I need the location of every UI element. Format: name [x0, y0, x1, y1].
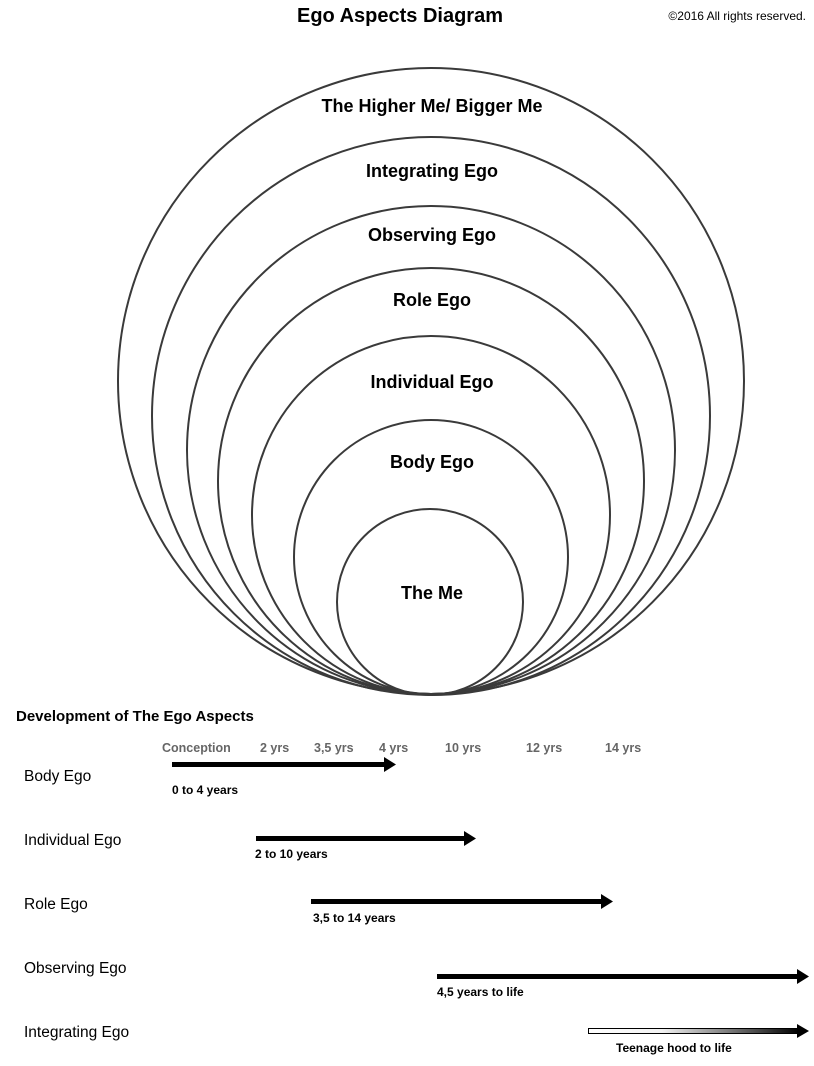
arrow-individual-ego — [256, 831, 476, 846]
range-role-ego: 3,5 to 14 years — [313, 911, 396, 925]
ring-label-higher-me: The Higher Me/ Bigger Me — [321, 96, 543, 116]
row-label-role-ego: Role Ego — [24, 896, 88, 913]
row-label-integrating-ego: Integrating Ego — [24, 1024, 130, 1041]
tick-10-yrs: 10 yrs — [445, 741, 482, 755]
ego-rings-diagram — [117, 67, 745, 696]
ring-label-the-me: The Me — [400, 583, 463, 603]
tick-12-yrs: 12 yrs — [526, 741, 563, 755]
tick-3-5-yrs: 3,5 yrs — [314, 741, 354, 755]
ring-label-body-ego: Body Ego — [390, 452, 474, 472]
ring-label-integrating-ego: Integrating Ego — [366, 161, 498, 181]
ring-label-individual-ego: Individual Ego — [370, 372, 494, 392]
range-body-ego: 0 to 4 years — [172, 783, 239, 797]
row-label-observing-ego: Observing Ego — [24, 960, 127, 977]
arrow-observing-ego — [437, 969, 809, 984]
arrow-integrating-ego — [588, 1024, 809, 1038]
row-label-body-ego: Body Ego — [24, 768, 92, 785]
page-title: Ego Aspects Diagram — [297, 5, 503, 27]
tick-14-yrs: 14 yrs — [605, 741, 642, 755]
range-individual-ego: 2 to 10 years — [255, 847, 328, 861]
copyright-notice: ©2016 All rights reserved. — [668, 9, 806, 23]
row-label-individual-ego: Individual Ego — [24, 832, 122, 849]
ring-label-observing-ego: Observing Ego — [367, 225, 497, 245]
tick-4-yrs: 4 yrs — [379, 741, 409, 755]
tick-2-yrs: 2 yrs — [260, 741, 290, 755]
ring-the-me — [336, 508, 524, 696]
tick-conception: Conception — [162, 741, 231, 755]
ring-label-role-ego: Role Ego — [392, 290, 471, 310]
range-integrating-ego: Teenage hood to life — [616, 1041, 732, 1055]
timeline-title: Development of The Ego Aspects — [16, 708, 254, 725]
arrow-role-ego — [311, 894, 613, 909]
arrow-body-ego — [172, 757, 396, 772]
range-observing-ego: 4,5 years to life — [437, 985, 524, 999]
